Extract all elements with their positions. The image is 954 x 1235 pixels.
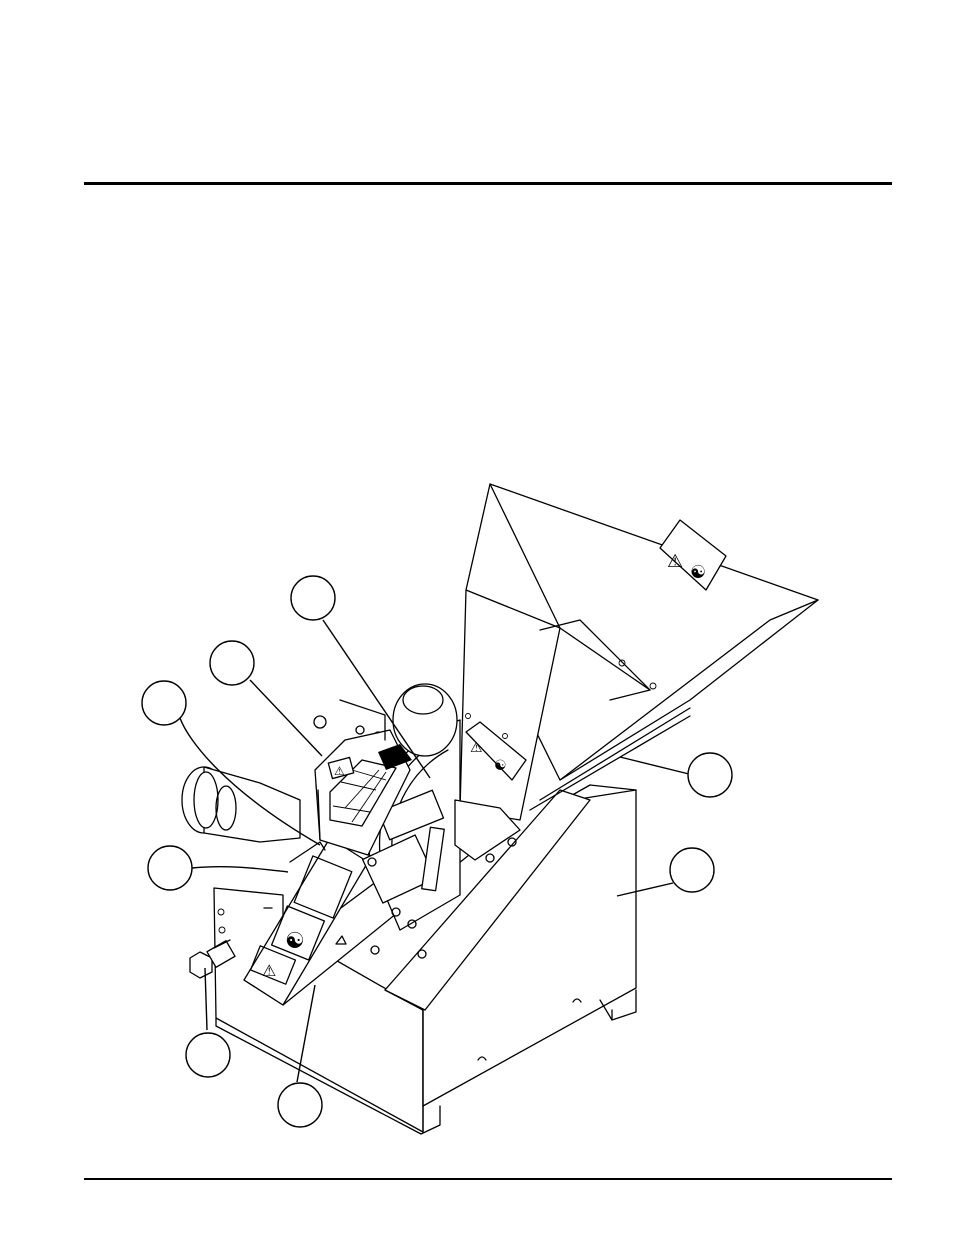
- hex-bolt: [189, 939, 236, 979]
- hopper-warning-decal: ⚠ ☯: [659, 519, 727, 591]
- callout-1: [290, 575, 336, 621]
- drive-pulley: [181, 766, 326, 863]
- callout-6: [277, 1082, 323, 1128]
- callout-5: [185, 1032, 231, 1078]
- svg-text:☯: ☯: [690, 562, 706, 583]
- svg-text:⚠: ⚠: [667, 551, 683, 572]
- hopper-side-decal: ⚠ ☯: [465, 721, 527, 781]
- callout-3: [141, 680, 187, 726]
- svg-text:☯: ☯: [285, 929, 305, 954]
- header-rule: [84, 182, 892, 185]
- leader-lines: [179, 619, 694, 1083]
- feed-hopper: ⚠ ☯ ⚠ ☯: [392, 483, 819, 861]
- callouts: [141, 575, 733, 1128]
- svg-text:☯: ☯: [494, 758, 507, 774]
- engine-shroud: ⚠: [313, 699, 412, 856]
- svg-text:⚠: ⚠: [262, 961, 276, 980]
- footer-rule: [84, 1178, 892, 1180]
- svg-text:⚠: ⚠: [334, 764, 345, 778]
- callout-8: [687, 752, 733, 798]
- callout-4: [147, 845, 193, 891]
- callout-2: [209, 640, 255, 686]
- callout-7: [669, 847, 715, 893]
- svg-text:⚠: ⚠: [470, 740, 483, 756]
- grid-decal: [329, 759, 397, 827]
